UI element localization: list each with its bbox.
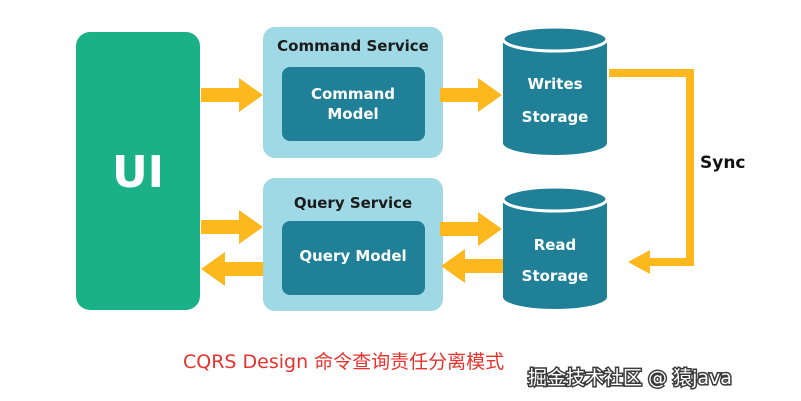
query-model-label: Query Model bbox=[299, 247, 406, 265]
watermark: 掘金技术社区 @ 猿java bbox=[528, 367, 732, 389]
query-service-title: Query Service bbox=[294, 194, 412, 212]
sync-loop-arrow bbox=[609, 69, 694, 274]
read-storage-line2: Storage bbox=[522, 267, 589, 285]
sync-label: Sync bbox=[700, 153, 746, 173]
writes-storage-line1: Writes bbox=[527, 75, 582, 93]
command-service: Command Service Command Model bbox=[263, 27, 443, 158]
ui-to-command-arrow bbox=[201, 78, 263, 112]
read-to-query-arrow bbox=[441, 249, 503, 283]
command-model-line2: Model bbox=[327, 105, 378, 123]
command-model-line1: Command bbox=[311, 85, 395, 103]
writes-storage-line2: Storage bbox=[522, 108, 589, 126]
read-storage-line1: Read bbox=[534, 236, 577, 254]
ui-to-query-arrow bbox=[201, 210, 263, 244]
read-storage-cylinder: Read Storage bbox=[501, 185, 609, 309]
ui-block: UI bbox=[76, 32, 200, 310]
diagram-caption: CQRS Design 命令查询责任分离模式 bbox=[183, 351, 504, 373]
query-to-read-arrow bbox=[440, 212, 502, 246]
command-to-writes-arrow bbox=[440, 78, 502, 112]
command-service-title: Command Service bbox=[277, 37, 429, 55]
writes-storage-cylinder: Writes Storage bbox=[501, 25, 609, 155]
ui-label: UI bbox=[112, 147, 164, 198]
query-model: Query Model bbox=[282, 221, 425, 295]
query-service: Query Service Query Model bbox=[263, 178, 443, 311]
query-to-ui-arrow bbox=[201, 252, 263, 286]
command-model: Command Model bbox=[282, 67, 425, 141]
